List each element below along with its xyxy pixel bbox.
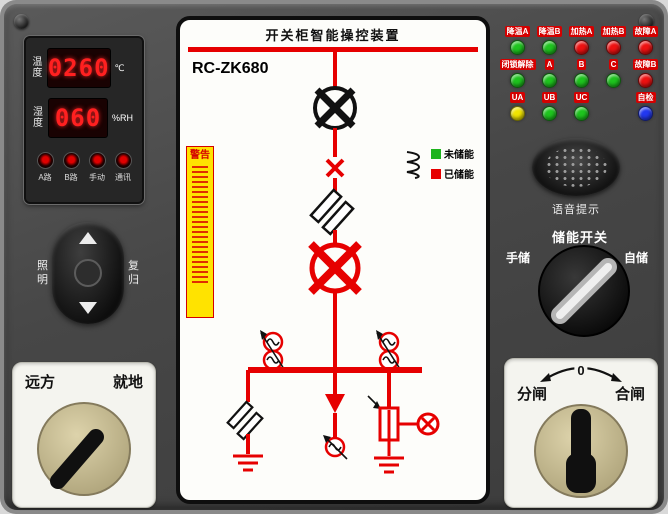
not-charged-swatch: [431, 148, 441, 159]
led-cooling-b-icon: [542, 40, 557, 56]
temp-humidity-module: 温度 0260 ℃ 湿度 060 %RH A路 B路 手动 通讯: [24, 36, 144, 204]
led-ub-icon: [542, 106, 557, 122]
charge-legend: 未储能 已储能: [403, 146, 474, 181]
dpad-center-button[interactable]: [74, 259, 102, 287]
led-phase-b-icon: [574, 73, 589, 89]
auto-charge-label: 自储: [624, 251, 649, 265]
indicator-phase-c: C: [598, 59, 629, 89]
mimic-panel: 开关柜智能操控装置 RC-ZK680 警告 未储能 已储能: [176, 16, 490, 504]
open-label: 分闸: [517, 386, 548, 403]
led-self-check-icon: [638, 106, 653, 122]
indicator-lock-release: 闭锁解除: [499, 59, 536, 89]
panel-title: 开关柜智能操控装置: [265, 28, 401, 43]
led-manual-icon: [88, 152, 106, 169]
indicator-led-panel: 降温A 降温B 加热A 加热B 故障A 闭锁解除: [499, 26, 661, 125]
remote-label: 远方: [25, 374, 56, 391]
warning-sticker: 警告: [186, 146, 214, 318]
button-channel-a[interactable]: A路: [34, 152, 56, 183]
indicator-fault-b: 故障B: [630, 59, 661, 89]
screw-top-left: [14, 14, 29, 29]
indicator-row-2: 闭锁解除 A B C 故障B: [499, 59, 661, 89]
humidity-display: 060: [48, 98, 108, 138]
indicator-row-3: UA UB UC 自检: [502, 92, 660, 122]
dpad[interactable]: [52, 222, 124, 324]
led-lock-release-icon: [510, 73, 525, 89]
remote-local-knob[interactable]: [36, 401, 132, 497]
model-number: RC-ZK680: [192, 60, 269, 77]
indicator-spacer: [598, 92, 629, 122]
screw-top-right: [639, 14, 654, 29]
spring-return-indicator: 0: [505, 362, 657, 384]
remote-local-panel: 远方 就地: [12, 362, 156, 508]
speaker-holes-icon: [545, 147, 607, 187]
button-comm[interactable]: 通讯: [112, 152, 134, 183]
led-heating-b-icon: [606, 40, 621, 56]
led-ua-icon: [510, 106, 525, 122]
dpad-area: 照明 复归: [28, 220, 148, 326]
manual-charge-label: 手储: [506, 251, 531, 265]
spring-icon: [406, 150, 420, 179]
led-channel-b-icon: [62, 152, 80, 169]
led-phase-a-icon: [542, 73, 557, 89]
indicator-row-1: 降温A 降温B 加热A 加热B 故障A: [502, 26, 660, 56]
button-manual[interactable]: 手动: [86, 152, 108, 183]
local-label: 就地: [112, 374, 143, 391]
temperature-unit: ℃: [114, 62, 125, 73]
led-phase-c-icon: [606, 73, 621, 89]
indicator-phase-a: A: [534, 59, 565, 89]
humidity-label: 湿度: [33, 106, 43, 130]
single-line-diagram: [226, 52, 440, 474]
indicator-self-check: 自检: [630, 92, 661, 122]
dpad-right-label: 复归: [128, 259, 139, 286]
led-fault-b-icon: [638, 73, 653, 89]
humidity-unit: %RH: [112, 113, 134, 123]
indicator-ua: UA: [502, 92, 533, 122]
led-fault-a-icon: [638, 40, 653, 56]
speaker-grille: [532, 138, 620, 196]
indicator-ub: UB: [534, 92, 565, 122]
close-label: 合闸: [614, 386, 645, 403]
temperature-label: 温度: [32, 56, 43, 80]
indicator-heating-a: 加热A: [566, 26, 597, 56]
humidity-row: 湿度 060 %RH: [32, 98, 136, 138]
indicator-uc: UC: [566, 92, 597, 122]
zero-position-label: 0: [574, 363, 588, 378]
energy-switch-title: 储能开关: [551, 230, 608, 245]
energy-switch-knob[interactable]: [537, 244, 631, 338]
charged-swatch: [431, 168, 441, 179]
voice-prompt-label: 语音提示: [552, 204, 600, 216]
indicator-phase-b: B: [566, 59, 597, 89]
module-button-row: A路 B路 手动 通讯: [34, 152, 134, 183]
indicator-heating-b: 加热B: [598, 26, 629, 56]
open-close-panel: 0 分闸 合闸: [504, 358, 658, 508]
dpad-left-label: 照明: [37, 259, 48, 286]
open-close-knob[interactable]: [533, 403, 629, 499]
temperature-display: 0260: [46, 48, 111, 88]
indicator-cooling-a: 降温A: [502, 26, 533, 56]
title-divider: [188, 47, 478, 52]
warning-text-lines: [192, 165, 208, 284]
indicator-fault-a: 故障A: [630, 26, 661, 56]
dpad-up-icon[interactable]: [79, 232, 97, 244]
led-heating-a-icon: [574, 40, 589, 56]
led-cooling-a-icon: [510, 40, 525, 56]
dpad-down-icon[interactable]: [79, 302, 97, 314]
led-uc-icon: [574, 106, 589, 122]
led-channel-a-icon: [36, 152, 54, 169]
warning-title: 警告: [190, 150, 210, 161]
legend-charged: 已储能: [431, 166, 474, 181]
button-channel-b[interactable]: B路: [60, 152, 82, 183]
indicator-cooling-b: 降温B: [534, 26, 565, 56]
legend-not-charged: 未储能: [431, 146, 474, 161]
led-comm-icon: [114, 152, 132, 169]
temperature-row: 温度 0260 ℃: [32, 48, 136, 88]
